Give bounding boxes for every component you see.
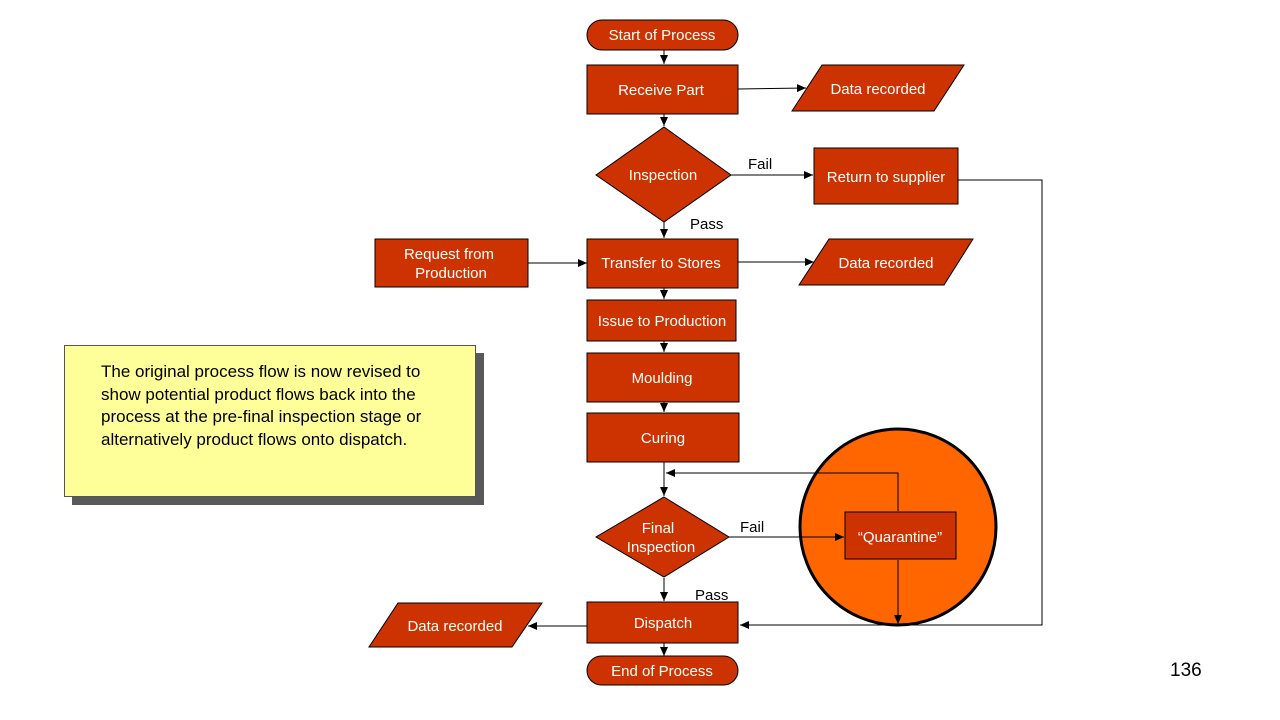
start-terminator: Start of Process bbox=[586, 19, 739, 51]
quarantine-box: “Quarantine” bbox=[844, 511, 957, 560]
receive-part-box: Receive Part bbox=[586, 64, 739, 115]
edge-receive-data1 bbox=[737, 84, 807, 93]
curing-box: Curing bbox=[586, 412, 740, 463]
moulding-label: Moulding bbox=[632, 370, 693, 387]
moulding-box: Moulding bbox=[586, 352, 740, 403]
data-recorded-2-parallelogram: Data recorded bbox=[798, 238, 974, 286]
final-inspection-fail-label: Fail bbox=[740, 519, 764, 536]
final-inspection-label-line1: Final bbox=[642, 520, 675, 537]
request-label-line1: Request from bbox=[404, 246, 494, 263]
curing-label: Curing bbox=[641, 430, 685, 447]
end-terminator: End of Process bbox=[586, 655, 739, 686]
end-label: End of Process bbox=[611, 663, 713, 680]
revision-note: The original process flow is now revised… bbox=[64, 345, 476, 497]
return-to-supplier-box: Return to supplier bbox=[813, 147, 959, 205]
issue-to-production-label: Issue to Production bbox=[598, 313, 726, 330]
inspection-pass-label: Pass bbox=[690, 216, 723, 233]
edge-return-to-dispatch bbox=[740, 179, 1043, 629]
connectors bbox=[528, 50, 1043, 656]
inspection-fail-label: Fail bbox=[748, 156, 772, 173]
issue-to-production-box: Issue to Production bbox=[586, 299, 737, 342]
page-number: 136 bbox=[1170, 660, 1202, 681]
inspection-diamond: Inspection bbox=[595, 126, 732, 223]
start-label: Start of Process bbox=[609, 27, 716, 44]
return-to-supplier-label: Return to supplier bbox=[827, 169, 945, 186]
request-label-line2: Production bbox=[415, 265, 487, 282]
quarantine-label: “Quarantine” bbox=[858, 529, 942, 546]
dispatch-label: Dispatch bbox=[634, 615, 692, 632]
edge-quarantine-return-loop bbox=[666, 469, 899, 511]
data-recorded-3-label: Data recorded bbox=[407, 618, 502, 635]
transfer-to-stores-box: Transfer to Stores bbox=[586, 238, 739, 289]
revision-note-text: The original process flow is now revised… bbox=[101, 362, 422, 449]
final-inspection-pass-label: Pass bbox=[695, 587, 728, 604]
inspection-label: Inspection bbox=[629, 167, 697, 184]
final-inspection-label-line2: Inspection bbox=[627, 539, 695, 556]
final-inspection-diamond: Final Inspection bbox=[595, 496, 730, 578]
data-recorded-1-parallelogram: Data recorded bbox=[791, 64, 965, 112]
receive-part-label: Receive Part bbox=[618, 82, 705, 99]
data-recorded-3-parallelogram: Data recorded bbox=[368, 602, 543, 648]
data-recorded-1-label: Data recorded bbox=[830, 81, 925, 98]
data-recorded-2-label: Data recorded bbox=[838, 255, 933, 272]
dispatch-box: Dispatch bbox=[586, 601, 739, 644]
transfer-to-stores-label: Transfer to Stores bbox=[601, 255, 721, 272]
request-from-production-box: Request from Production bbox=[374, 238, 529, 288]
